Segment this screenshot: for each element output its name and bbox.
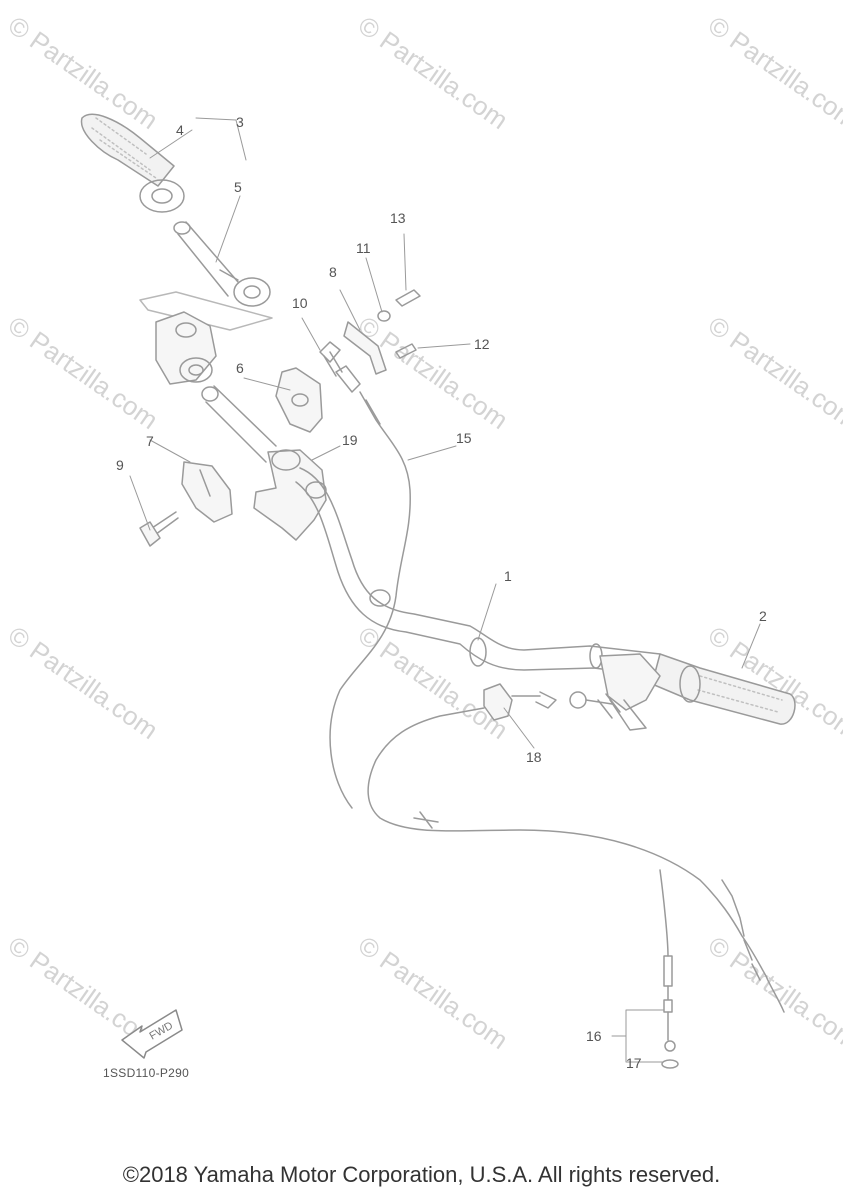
handlebar: [295, 467, 661, 677]
callout-6: 6: [236, 360, 244, 376]
callout-13: 13: [390, 210, 406, 226]
fwd-arrow-icon: FWD: [121, 1009, 183, 1059]
right-grip: [651, 653, 796, 725]
callout-9: 9: [116, 457, 124, 473]
callout-3: 3: [236, 114, 244, 130]
callout-15: 15: [456, 430, 472, 446]
cable-cap: [275, 367, 323, 433]
clamp: [181, 461, 233, 523]
callout-11: 11: [356, 240, 371, 256]
callout-7: 7: [146, 433, 154, 449]
left-grip: [80, 113, 185, 213]
callout-18: 18: [526, 749, 542, 765]
callout-16: 16: [586, 1028, 602, 1044]
lever-holder: [253, 449, 327, 541]
callout-10: 10: [292, 295, 308, 311]
leader-lines: [129, 117, 761, 1063]
clutch-cable: [367, 707, 785, 1013]
callout-8: 8: [329, 264, 337, 280]
cable-end: [659, 869, 679, 1069]
clutch-adjuster: [483, 683, 613, 721]
throttle-housing: [155, 311, 217, 385]
callout-1: 1: [504, 568, 512, 584]
callout-19: 19: [342, 432, 358, 448]
adjuster-hardware: [319, 289, 421, 393]
callout-12: 12: [474, 336, 490, 352]
copyright-notice: ©2018 Yamaha Motor Corporation, U.S.A. A…: [122, 1162, 721, 1187]
callout-4: 4: [176, 122, 184, 138]
bolt: [139, 511, 179, 547]
diagram-code: 1SSD110-P290: [103, 1066, 190, 1080]
throttle-tube: [205, 385, 277, 463]
callout-17: 17: [626, 1055, 642, 1071]
throttle-cable: [329, 391, 411, 809]
callout-5: 5: [234, 179, 242, 195]
throttle-sleeve: [173, 221, 271, 307]
callout-2: 2: [759, 608, 767, 624]
clutch-lever: [597, 653, 661, 731]
